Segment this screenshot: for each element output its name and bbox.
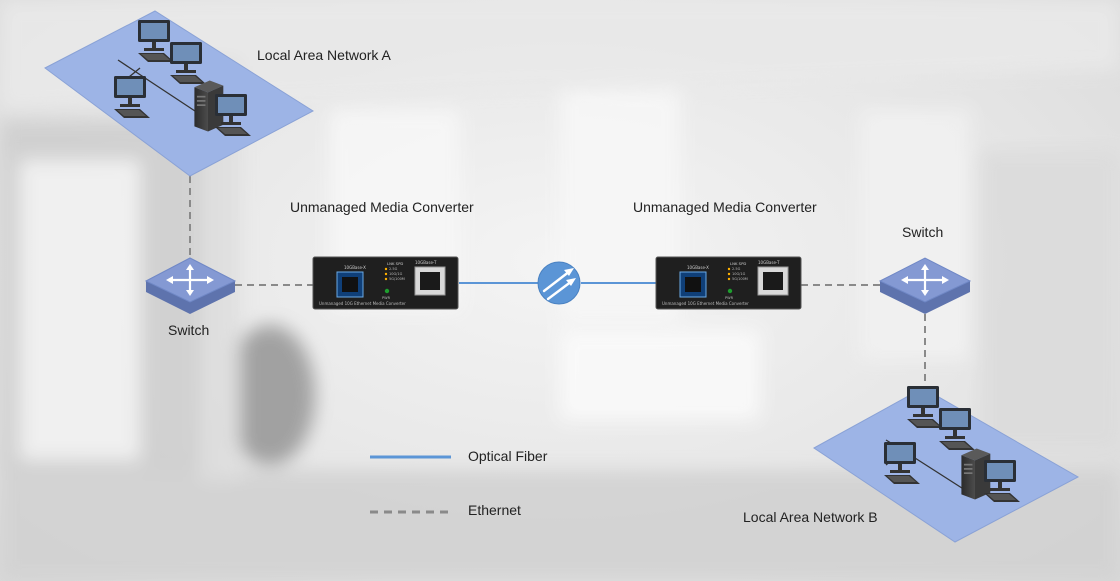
lan-b-label: Local Area Network B: [743, 509, 878, 525]
lan-b: [813, 386, 1080, 543]
sfp-port-label: 10GBase-X: [687, 265, 709, 270]
lan-a-floor: [44, 10, 314, 177]
legend-fiber-label: Optical Fiber: [468, 448, 548, 464]
svg-text:PWR: PWR: [382, 296, 391, 300]
switch-right-icon: [878, 257, 972, 314]
svg-text:LNK SPD: LNK SPD: [730, 261, 746, 266]
sfp-port-label: 10GBase-X: [344, 265, 366, 270]
pwr-led: [384, 288, 390, 294]
rj45-port-label: 10GBase-T: [758, 260, 780, 265]
media-converter-left: 10GBase-X LNK SPD 2.5G 10G/1G 5G/100M PW…: [312, 256, 459, 310]
svg-text:10G/1G: 10G/1G: [732, 272, 746, 276]
svg-text:PWR: PWR: [725, 296, 734, 300]
switch-left-icon: [144, 257, 237, 314]
svg-text:5G/100M: 5G/100M: [732, 277, 748, 281]
svg-text:Unmanaged 10G Ethernet Media C: Unmanaged 10G Ethernet Media Converter: [319, 301, 406, 306]
media-converter-right: 10GBase-X LNK SPD 2.5G 10G/1G 5G/100M PW…: [655, 256, 802, 310]
pwr-led: [727, 288, 733, 294]
ethernet-links: [189, 176, 926, 388]
svg-text:Unmanaged 10G Ethernet Media C: Unmanaged 10G Ethernet Media Converter: [662, 301, 749, 306]
legend-ethernet-label: Ethernet: [468, 502, 521, 518]
lan-a-label: Local Area Network A: [257, 47, 391, 63]
converter-left-label: Unmanaged Media Converter: [290, 199, 474, 215]
svg-text:5G/100M: 5G/100M: [389, 277, 405, 281]
svg-text:LNK SPD: LNK SPD: [387, 261, 403, 266]
rj45-port-label: 10GBase-T: [415, 260, 437, 265]
svg-text:10G/1G: 10G/1G: [389, 272, 403, 276]
switch-left-label: Switch: [168, 322, 210, 338]
legend: [370, 455, 451, 514]
switch-right-label: Switch: [902, 224, 944, 240]
converter-right-label: Unmanaged Media Converter: [633, 199, 817, 215]
svg-text:2.5G: 2.5G: [732, 267, 741, 271]
fiber-coupler-icon: [537, 261, 581, 305]
lan-a: [44, 10, 314, 177]
lan-b-floor: [813, 387, 1080, 543]
svg-text:2.5G: 2.5G: [389, 267, 398, 271]
